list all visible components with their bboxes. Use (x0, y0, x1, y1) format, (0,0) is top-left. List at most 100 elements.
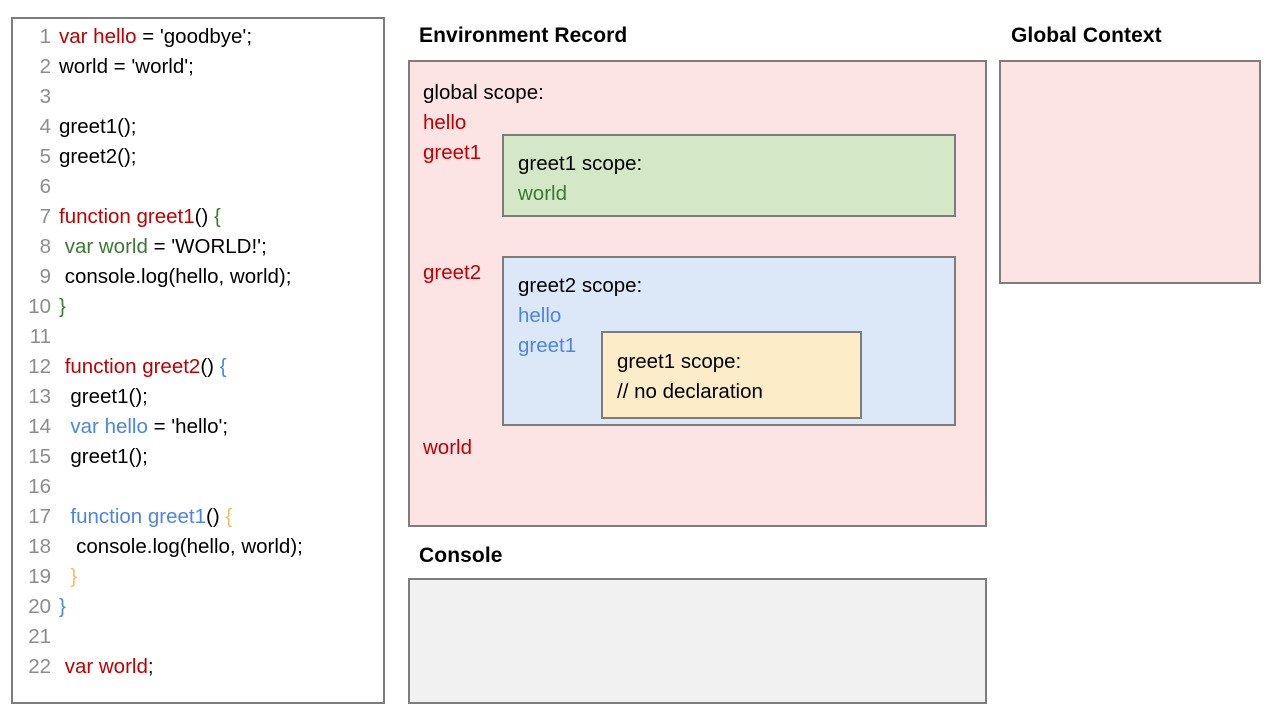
console-title: Console (419, 544, 503, 567)
code-line: 2 world = 'world'; (13, 55, 383, 85)
line-number: 16 (28, 475, 51, 498)
global-scope-label: global scope: (423, 81, 544, 104)
code-token: world = 'world'; (59, 55, 194, 78)
code-line-text: greet2(); (59, 145, 136, 169)
global-context-box (999, 60, 1261, 284)
line-number: 12 (28, 355, 51, 378)
code-line: 1 var hello = 'goodbye'; (13, 25, 383, 55)
code-token: var hello (70, 415, 148, 438)
line-number: 7 (39, 205, 51, 228)
code-line: 6 (13, 175, 383, 205)
code-line: 5 greet2(); (13, 145, 383, 175)
code-line: 3 (13, 85, 383, 115)
line-number: 20 (28, 595, 51, 618)
code-line-text: var world; (59, 655, 154, 679)
line-number: 11 (29, 325, 51, 348)
greet2-scope-binding-greet1: greet1 (518, 334, 577, 357)
code-token: { (219, 355, 227, 378)
code-line: 19 } (13, 565, 383, 595)
code-line-text: greet1(); (59, 115, 136, 139)
code-token: } (70, 565, 78, 588)
code-token (59, 565, 70, 588)
line-number: 17 (28, 505, 51, 528)
code-token: function greet1 (59, 205, 195, 228)
global-binding-greet1: greet1 (423, 141, 482, 164)
code-line: 8 var world = 'WORLD!'; (13, 235, 383, 265)
code-token: { (225, 505, 233, 528)
code-token: () (194, 205, 214, 228)
line-number: 19 (28, 565, 51, 588)
line-number: 15 (28, 445, 51, 468)
global-binding-greet2: greet2 (423, 261, 482, 284)
code-token: () (200, 355, 220, 378)
global-context-title: Global Context (1011, 24, 1162, 47)
code-line-text: var hello = 'goodbye'; (59, 25, 252, 49)
code-token: () (206, 505, 226, 528)
code-line-text: function greet2() { (59, 355, 227, 379)
code-token: console.log(hello, world); (59, 535, 303, 558)
code-line: 15 greet1(); (13, 445, 383, 475)
console-output-box (408, 578, 987, 704)
code-token: console.log(hello, world); (59, 265, 292, 288)
code-line: 20} (13, 595, 383, 625)
code-token: = 'WORLD!'; (147, 235, 267, 258)
code-line: 16 (13, 475, 383, 505)
code-token: } (59, 295, 66, 318)
line-number: 22 (28, 655, 51, 678)
code-line-text: console.log(hello, world); (59, 535, 303, 559)
code-line: 12 function greet2() { (13, 355, 383, 385)
code-line-text: console.log(hello, world); (59, 265, 292, 289)
code-line-text: var hello = 'hello'; (59, 415, 228, 439)
greet1-scope-box: greet1 scope: world (502, 134, 956, 217)
line-number: 13 (28, 385, 51, 408)
code-token: function greet2 (64, 355, 201, 378)
global-binding-hello: hello (423, 111, 467, 134)
code-line-text: greet1(); (59, 385, 148, 409)
greet1-scope-label: greet1 scope: (518, 152, 643, 175)
code-token: { (213, 205, 221, 228)
code-token: var world (64, 235, 148, 258)
greet2-scope-label: greet2 scope: (518, 274, 643, 297)
code-line-text: greet1(); (59, 445, 148, 469)
code-token (59, 505, 70, 528)
code-token (59, 415, 70, 438)
code-line-text: var world = 'WORLD!'; (59, 235, 267, 259)
code-line-text: } (59, 295, 66, 319)
code-line-text: world = 'world'; (59, 55, 194, 79)
greet2-scope-binding-hello: hello (518, 304, 562, 327)
line-number: 14 (28, 415, 51, 438)
code-token: = 'goodbye'; (136, 25, 253, 48)
line-number: 6 (39, 175, 51, 198)
line-number: 3 (39, 85, 51, 108)
code-line: 14 var hello = 'hello'; (13, 415, 383, 445)
code-token: function greet1 (70, 505, 207, 528)
greet1-inner-scope-comment: // no declaration (617, 380, 763, 403)
line-number: 8 (39, 235, 51, 258)
greet1-inner-scope-label: greet1 scope: (617, 350, 742, 373)
line-number: 1 (39, 25, 51, 48)
code-line: 13 greet1(); (13, 385, 383, 415)
code-token: greet1(); (59, 385, 148, 408)
code-line: 22 var world; (13, 655, 383, 685)
code-token: ; (147, 655, 154, 678)
code-line: 10} (13, 295, 383, 325)
code-token: greet1(); (59, 445, 148, 468)
global-binding-world: world (423, 436, 472, 459)
code-line-text: } (59, 565, 77, 589)
greet1-scope-binding-world: world (518, 182, 567, 205)
line-number: 18 (28, 535, 51, 558)
line-number: 9 (39, 265, 51, 288)
line-number: 2 (39, 55, 51, 78)
line-number: 10 (28, 295, 51, 318)
line-number: 5 (39, 145, 51, 168)
code-line-text: function greet1() { (59, 205, 221, 229)
environment-record-title: Environment Record (419, 24, 628, 47)
code-token: } (59, 595, 66, 618)
code-line: 11 (13, 325, 383, 355)
greet1-inner-scope-box: greet1 scope: // no declaration (601, 331, 862, 419)
code-token: var world (64, 655, 148, 678)
code-token: var hello (59, 25, 137, 48)
code-token: greet2(); (59, 145, 137, 168)
code-line: 21 (13, 625, 383, 655)
